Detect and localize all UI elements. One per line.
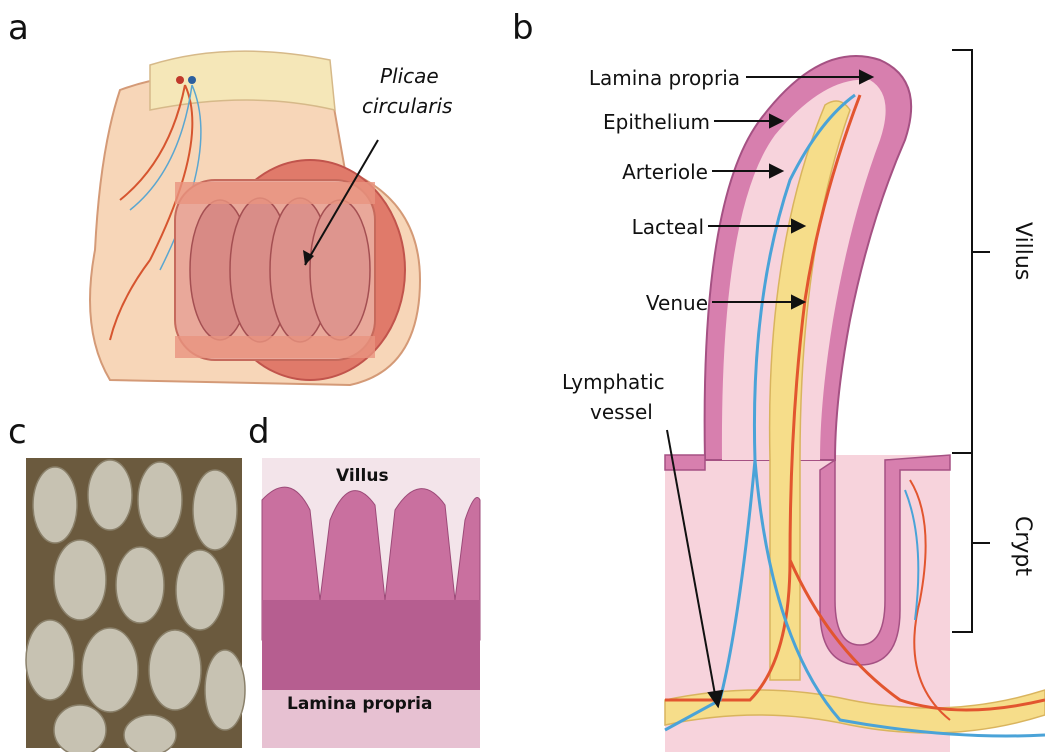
bracket-label-villus: Villus [1010, 222, 1035, 280]
label-lymphatic-line1: Lymphatic [562, 370, 665, 394]
label-lacteal: Lacteal [520, 215, 704, 239]
bracket-label-crypt: Crypt [1010, 516, 1035, 576]
bracket-crypt [952, 453, 990, 632]
label-epithelium: Epithelium [520, 110, 710, 134]
label-venue: Venue [520, 291, 708, 315]
label-arteriole: Arteriole [520, 160, 708, 184]
label-lymphatic-line2: vessel [590, 400, 653, 424]
bracket-villus [952, 50, 990, 453]
label-lamina-propria: Lamina propria [520, 66, 740, 90]
